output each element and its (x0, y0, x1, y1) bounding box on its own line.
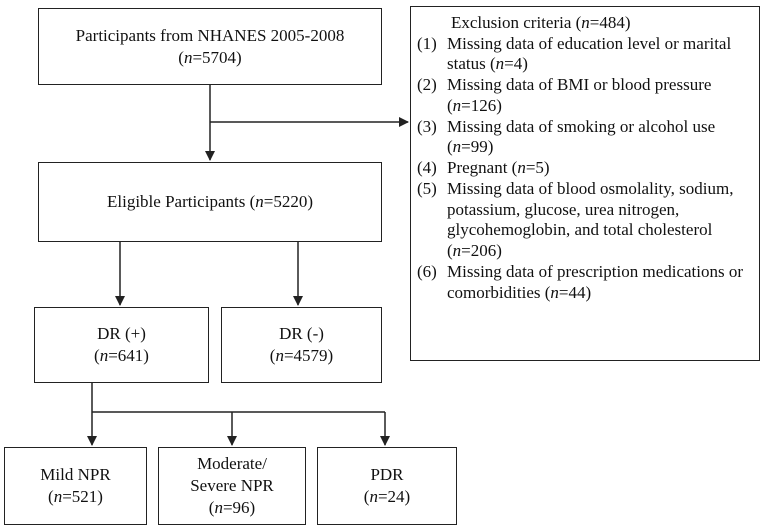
dr-positive-label: DR (+) (97, 324, 146, 344)
participants-label: Participants from NHANES 2005-2008 (75, 25, 345, 45)
participants-box: Participants from NHANES 2005-2008 (n=57… (38, 8, 382, 85)
dr-negative-count: (n=4579) (269, 346, 334, 365)
pdr-count: (n=24) (363, 487, 411, 506)
dr-positive-box: DR (+) (n=641) (34, 307, 209, 383)
participants-count: (n=5704) (178, 47, 242, 67)
pdr-box: PDR (n=24) (317, 447, 457, 525)
moderate-label-line1: Moderate/ (197, 454, 267, 474)
exclusion-item: (6)Missing data of prescription medicati… (417, 261, 744, 302)
dr-negative-box: DR (-) (n=4579) (221, 307, 382, 383)
exclusion-title: Exclusion criteria (n=484) (451, 13, 631, 32)
pdr-label: PDR (370, 465, 404, 485)
moderate-count: (n=96) (208, 497, 256, 517)
moderate-label-line2: Severe NPR (190, 476, 274, 496)
exclusion-item: (3)Missing data of smoking or alcohol us… (417, 116, 716, 157)
dr-positive-count: (n=641) (94, 346, 149, 365)
exclusion-item: (4)Pregnant (n=5) (417, 158, 550, 178)
exclusion-criteria-box: Exclusion criteria (n=484) (1)Missing da… (410, 6, 760, 361)
mild-npr-label: Mild NPR (40, 465, 111, 485)
eligible-label: Eligible Participants (n=5220) (107, 192, 313, 212)
mild-npr-box: Mild NPR (n=521) (4, 447, 147, 525)
moderate-severe-npr-box: Moderate/ Severe NPR (n=96) (158, 447, 306, 525)
dr-negative-label: DR (-) (279, 324, 324, 344)
mild-npr-count: (n=521) (48, 487, 103, 506)
exclusion-item: (2)Missing data of BMI or blood pressure… (417, 75, 712, 115)
exclusion-item: (1)Missing data of education level or ma… (417, 33, 732, 74)
eligible-box: Eligible Participants (n=5220) (38, 162, 382, 242)
exclusion-item: (5)Missing data of blood osmolality, sod… (417, 178, 734, 261)
